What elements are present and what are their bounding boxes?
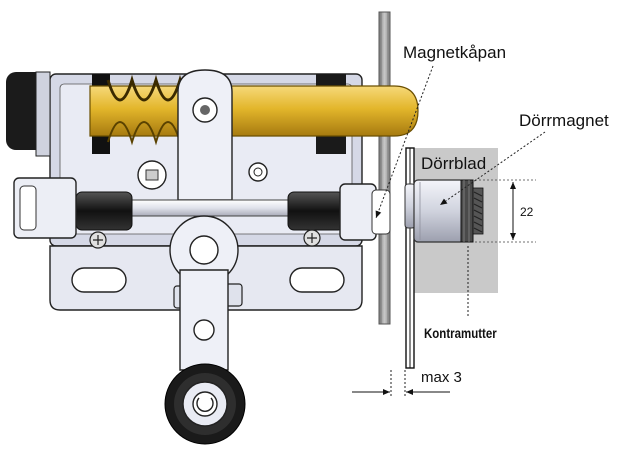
- label-kontramutter: Kontramutter: [424, 325, 497, 341]
- brass-rod: [89, 74, 419, 146]
- dimension-22: [475, 179, 536, 243]
- horizontal-shaft: [13, 177, 391, 241]
- roller-wheel: [164, 363, 246, 445]
- leader-lines: [375, 65, 546, 318]
- counter-nut: [460, 179, 484, 243]
- label-max-gap: max 3: [421, 369, 462, 386]
- actuator-lever: [177, 69, 233, 201]
- label-magnetkapan: Magnetkåpan: [403, 43, 507, 62]
- label-dorrblad: Dörrblad: [421, 154, 487, 173]
- dimension-max3: [352, 370, 450, 398]
- label-dimension-22: 22: [520, 205, 534, 219]
- door-magnet: [404, 179, 484, 243]
- roller-arm: [169, 215, 243, 371]
- frame-wall: [378, 11, 391, 325]
- label-dorrmagnet: Dörrmagnet: [519, 111, 609, 130]
- center-mechanism: [89, 160, 321, 249]
